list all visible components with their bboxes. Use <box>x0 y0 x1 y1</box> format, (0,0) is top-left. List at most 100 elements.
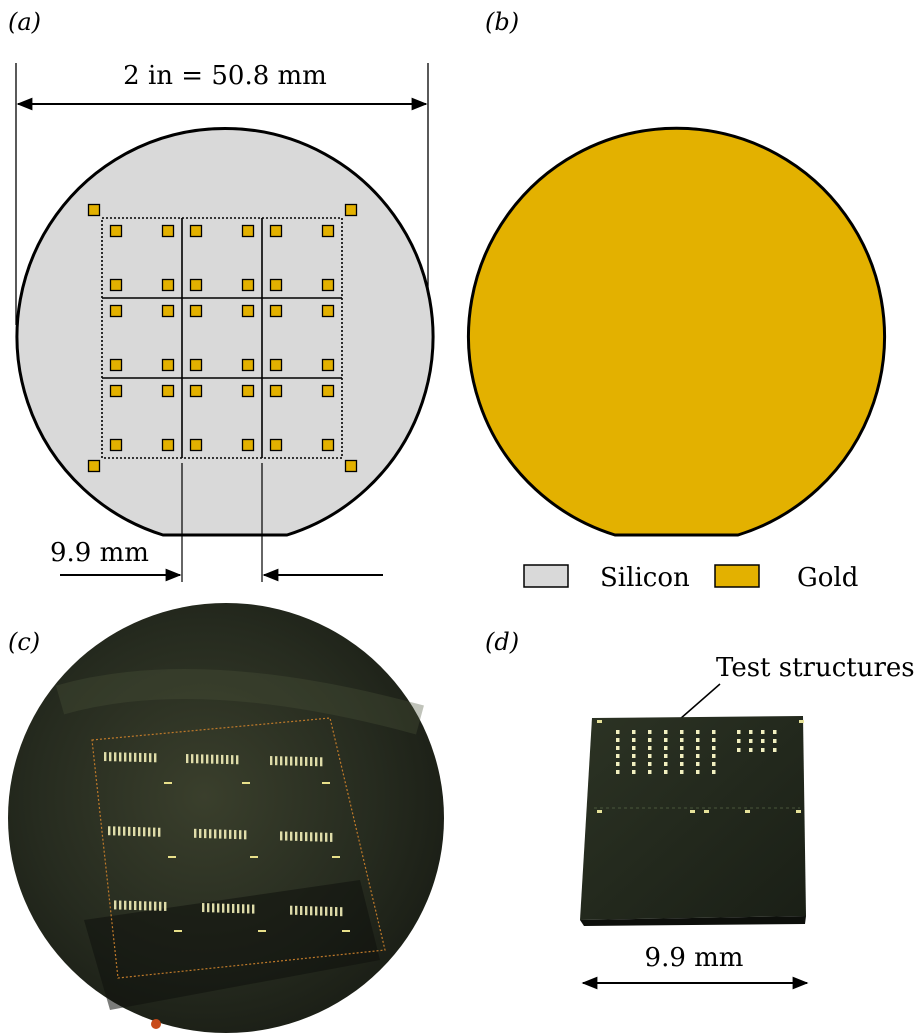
panel-d-label: (d) <box>485 628 519 656</box>
photo-test-structure <box>124 900 127 910</box>
photo-test-structure <box>227 903 230 913</box>
chip-test-structure <box>696 746 700 750</box>
gold-pad <box>161 438 175 452</box>
photo-test-structure <box>158 827 161 837</box>
gold-pad <box>241 358 255 372</box>
chip-test-structure <box>761 748 765 752</box>
chip-test-structure <box>680 730 684 734</box>
chip-test-structure <box>632 770 636 774</box>
photo-test-structure <box>219 829 222 839</box>
photo-pad <box>332 856 340 858</box>
legend-swatch-gold <box>714 564 760 588</box>
photo-test-structure <box>310 757 313 767</box>
photo-test-structure <box>310 832 313 842</box>
legend: Silicon Gold <box>523 563 858 593</box>
photo-test-structure <box>252 904 255 914</box>
photo-test-structure <box>201 754 204 764</box>
chip-test-structure <box>712 754 716 758</box>
gold-pad <box>241 278 255 292</box>
gold-pad <box>189 304 203 318</box>
gold-pad <box>189 358 203 372</box>
pitch-label: 9.9 mm <box>50 538 149 568</box>
chip-test-structure <box>737 739 741 743</box>
gold-wafer <box>467 126 886 537</box>
photo-test-structure <box>153 827 156 837</box>
gold-pad <box>321 278 335 292</box>
gold-pad <box>321 358 335 372</box>
chip-test-structure <box>664 730 668 734</box>
photo-test-structure <box>149 753 152 763</box>
photo-test-structure <box>224 829 227 839</box>
photo-test-structure <box>212 903 215 913</box>
photo-test-structure <box>335 907 338 917</box>
chip-test-structure <box>696 738 700 742</box>
photo-test-structure <box>217 903 220 913</box>
photo-test-structure <box>247 904 250 914</box>
photo-test-structure <box>315 832 318 842</box>
chip-edge <box>580 916 806 926</box>
photo-test-structure <box>113 826 116 836</box>
photo-test-structure <box>320 832 323 842</box>
photo-test-structure <box>194 828 197 838</box>
photo-test-structure <box>211 754 214 764</box>
photo-test-structure <box>285 756 288 766</box>
chip-test-structure <box>632 738 636 742</box>
photo-test-structure <box>206 754 209 764</box>
chip-pad <box>799 720 804 723</box>
gold-pad <box>161 304 175 318</box>
chip-width-label: 9.9 mm <box>645 943 744 973</box>
photo-test-structure <box>144 901 147 911</box>
chip-test-structure <box>712 746 716 750</box>
photo-test-structure <box>320 757 323 767</box>
photo-pad <box>258 930 266 932</box>
photo-pad <box>250 856 258 858</box>
gold-pad <box>161 278 175 292</box>
chip-test-structure <box>749 748 753 752</box>
chip-test-structure <box>648 754 652 758</box>
chip-test-structure <box>749 739 753 743</box>
gold-pad <box>189 438 203 452</box>
photo-test-structure <box>154 753 157 763</box>
wafer-photo <box>8 603 444 1033</box>
photo-test-structures <box>104 752 350 932</box>
photo-test-structure <box>114 900 117 910</box>
gold-pad <box>189 384 203 398</box>
panel-b-label: (b) <box>485 8 519 36</box>
chip-pad <box>597 720 602 723</box>
photo-test-structure <box>330 906 333 916</box>
chip-test-structure <box>664 746 668 750</box>
chip-test-structure <box>737 748 741 752</box>
chip-test-structure <box>648 746 652 750</box>
gold-pad <box>109 224 123 238</box>
photo-test-structure <box>310 906 313 916</box>
panel-c: (c) <box>8 603 444 1033</box>
chip-test-structure <box>680 754 684 758</box>
photo-test-structure <box>315 906 318 916</box>
photo-test-structure <box>164 901 167 911</box>
photo-test-structure <box>242 904 245 914</box>
gold-pad <box>161 358 175 372</box>
photo-test-structure <box>275 756 278 766</box>
chip-test-structure <box>696 762 700 766</box>
alignment-mark <box>344 459 358 473</box>
panel-a-label: (a) <box>8 8 41 36</box>
gold-pad <box>269 358 283 372</box>
gold-pad <box>189 278 203 292</box>
alignment-mark <box>87 203 101 217</box>
chip-pad <box>745 810 750 813</box>
chip-test-structure <box>696 770 700 774</box>
photo-test-structure <box>290 756 293 766</box>
chip-test-structure <box>749 730 753 734</box>
photo-pad <box>168 856 176 858</box>
gold-pad <box>321 384 335 398</box>
gold-pad <box>269 224 283 238</box>
photo-test-structure <box>226 755 229 765</box>
gold-pad <box>321 438 335 452</box>
chip-test-structure <box>680 762 684 766</box>
chip-test-structure <box>616 746 620 750</box>
photo-test-structure <box>134 901 137 911</box>
gold-pad <box>241 384 255 398</box>
photo-test-structure <box>138 827 141 837</box>
chip-test-structure <box>773 748 777 752</box>
chip-pad <box>796 810 801 813</box>
